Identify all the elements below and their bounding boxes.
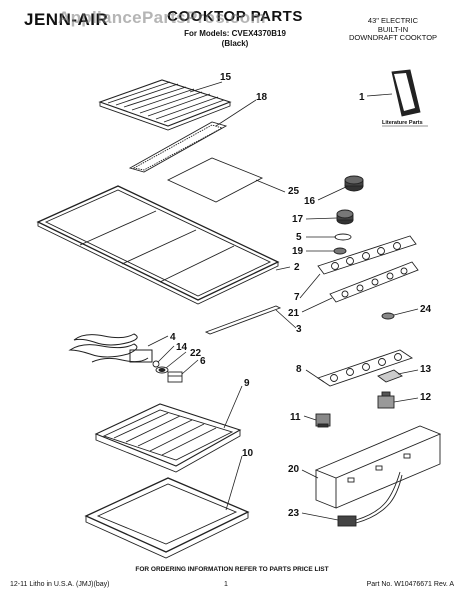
model-info: For Models: CVEX4370B19 (Black) [150,29,320,49]
part-16-knob [344,175,364,192]
part-17-knob [336,209,354,225]
callout-10: 10 [242,448,254,459]
part-20-housing-box [314,425,442,509]
page-header: JENN-AIR COOKTOP PARTS For Models: CVEX4… [0,0,464,60]
callout-19: 19 [292,246,304,257]
callout-4: 4 [170,332,176,343]
models-line: For Models: CVEX4370B19 [184,29,286,38]
callout-6: 6 [200,356,206,367]
part-6-switch-box [167,371,183,383]
part-15-rack-grate [98,79,232,131]
color-line: (Black) [221,39,249,48]
part-12-transformer [377,391,395,409]
callout-13: 13 [420,364,432,375]
part-9-drip-tray [94,403,242,473]
callout-18: 18 [256,92,268,103]
part-21-switch-plate [329,261,419,303]
part-25-cover-plate [166,157,264,203]
part-2-cooktop-frame [36,185,280,305]
part-number: Part No. W10476671 Rev. A [366,581,454,588]
part-11-relay [315,413,331,428]
litho-info: 12-11 Litho in U.S.A. (JMJ)(bay) [10,581,110,588]
callout-25: 25 [288,186,300,197]
part-7-control-panel [317,235,417,275]
callout-16: 16 [304,196,316,207]
ordering-note: FOR ORDERING INFORMATION REFER TO PARTS … [135,566,329,573]
callout-numbers: 15 18 1 25 16 17 5 19 2 7 21 24 3 4 14 2… [170,72,432,519]
callout-9: 9 [244,378,250,389]
part-4-heating-element [68,333,153,363]
brand-logo: JENN-AIR [24,10,109,29]
callout-11: 11 [290,412,301,423]
callout-5: 5 [296,232,302,243]
callout-20: 20 [288,464,300,475]
callout-2: 2 [294,262,300,273]
part-23-power-cord [337,471,403,527]
part-10-collector-pan [84,477,250,559]
callout-23: 23 [288,508,300,519]
part-14-connector [152,360,160,368]
part-8-control-board [316,349,414,387]
page-number: 1 [224,581,228,588]
leader-lines [147,81,419,521]
callout-24: 24 [420,304,432,315]
callout-8: 8 [296,364,302,375]
part-18-filter-strip [128,121,228,173]
part-1-literature-booklet [391,69,421,117]
part-5-bezel [334,233,352,241]
callout-1: 1 [359,92,365,103]
product-line-3: DOWNDRAFT COOKTOP [348,33,438,42]
callout-22: 22 [190,348,202,359]
product-line-2: BUILT-IN [377,24,409,34]
callout-21: 21 [288,308,300,319]
part-19-washer [333,247,347,255]
callout-7: 7 [294,292,300,303]
part-13-relay-board [377,369,403,383]
product-description: 43" ELECTRIC BUILT-IN DOWNDRAFT COOKTOP [338,16,448,43]
part-3-trim-strip [204,305,282,335]
page-title: COOKTOP PARTS [167,8,303,25]
watermark: AppliancePartsPros.com [58,8,266,27]
callout-12: 12 [420,392,432,403]
part-22-terminal [155,366,169,374]
product-line-1: 43" ELECTRIC [367,16,419,25]
literature-parts-label: Literature Parts [382,120,423,126]
callout-14: 14 [176,342,188,353]
callout-15: 15 [220,72,232,83]
part-24-screw [381,312,395,320]
callout-3: 3 [296,324,302,335]
callout-17: 17 [292,214,304,225]
